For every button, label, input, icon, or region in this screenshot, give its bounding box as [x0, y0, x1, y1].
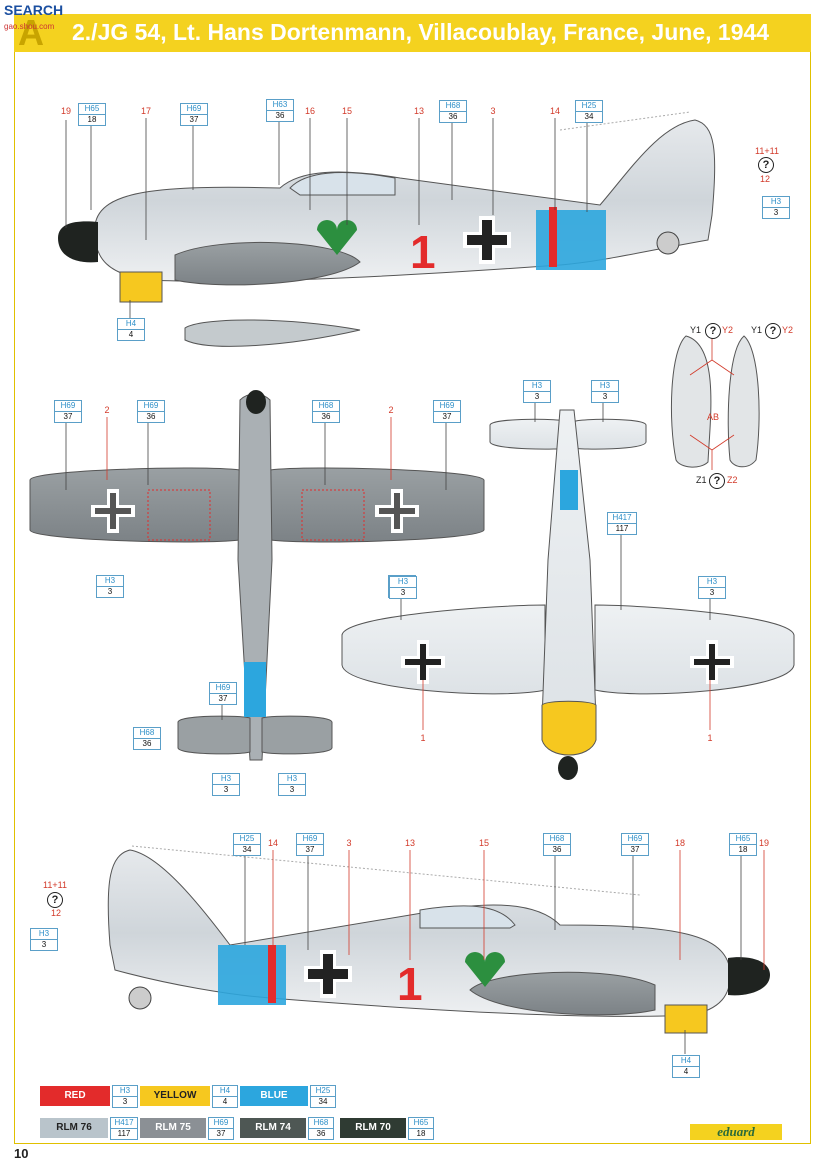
- legend-swatch-yellow: YELLOW: [140, 1086, 210, 1106]
- fuselage-number-top: 1: [410, 226, 436, 278]
- callout-19: 19: [758, 838, 769, 848]
- watermark-sub: gao.shou.com: [4, 22, 55, 31]
- callout-14: 14: [267, 838, 278, 848]
- tank-label-z1: Z1: [696, 475, 707, 485]
- tank-label-y1b: Y1: [751, 325, 763, 335]
- callout-11-11: 11+11: [755, 146, 779, 156]
- side-profile-top: 1: [58, 111, 716, 347]
- callout-12: 12: [50, 908, 61, 918]
- tank-label-y2a: Y2: [722, 325, 734, 335]
- question-icon: ?: [765, 323, 781, 339]
- top-plan-view: [29, 390, 485, 761]
- legend-swatch-blue: BLUE: [240, 1086, 308, 1106]
- title-bar: A 2./JG 54, Lt. Hans Dortenmann, Villaco…: [14, 12, 811, 53]
- profile-letter: A: [18, 12, 44, 53]
- page-frame: [14, 52, 811, 1144]
- watermark: SEARCH: [4, 2, 64, 18]
- tank-label-ab: AB: [707, 412, 720, 422]
- question-icon: ?: [705, 323, 721, 339]
- legend-swatch-red: RED: [40, 1086, 110, 1106]
- side-profile-bottom: 1: [107, 845, 770, 1054]
- callout-15: 15: [478, 838, 489, 848]
- tank-label-y2b: Y2: [782, 325, 794, 335]
- callout-14: 14: [549, 106, 560, 116]
- callout-13: 13: [413, 106, 424, 116]
- eduard-logo: eduard: [690, 1124, 782, 1140]
- callout-16: 16: [304, 106, 315, 116]
- callout-11-11: 11+11: [43, 880, 67, 890]
- legend-swatch-rlm70: RLM 70: [340, 1118, 406, 1138]
- page-number: 10: [14, 1146, 29, 1161]
- callout-13: 13: [404, 838, 415, 848]
- question-icon: ?: [709, 473, 725, 489]
- page-title: 2./JG 54, Lt. Hans Dortenmann, Villacoub…: [72, 19, 770, 45]
- callout-19: 19: [60, 106, 71, 116]
- callout-3: 3: [346, 838, 352, 848]
- question-icon: ?: [47, 892, 63, 908]
- legend-swatch-rlm76: RLM 76: [40, 1118, 108, 1138]
- callout-12: 12: [759, 174, 770, 184]
- legend-swatch-rlm75: RLM 75: [140, 1118, 206, 1138]
- bottom-plan-view: [341, 400, 795, 780]
- drop-tank-views: [670, 335, 760, 470]
- callout-17: 17: [140, 106, 151, 116]
- legend-swatch-rlm74: RLM 74: [240, 1118, 306, 1138]
- question-icon: ?: [758, 157, 774, 173]
- callout-1: 1: [707, 733, 713, 743]
- callout-2: 2: [104, 405, 110, 415]
- fuselage-number-bottom: 1: [397, 958, 423, 1010]
- callout-3: 3: [490, 106, 496, 116]
- tank-label-y1a: Y1: [690, 325, 702, 335]
- callout-18: 18: [674, 838, 685, 848]
- callout-2: 2: [388, 405, 394, 415]
- tank-label-z2: Z2: [727, 475, 738, 485]
- callout-15: 15: [341, 106, 352, 116]
- callout-1: 1: [420, 733, 426, 743]
